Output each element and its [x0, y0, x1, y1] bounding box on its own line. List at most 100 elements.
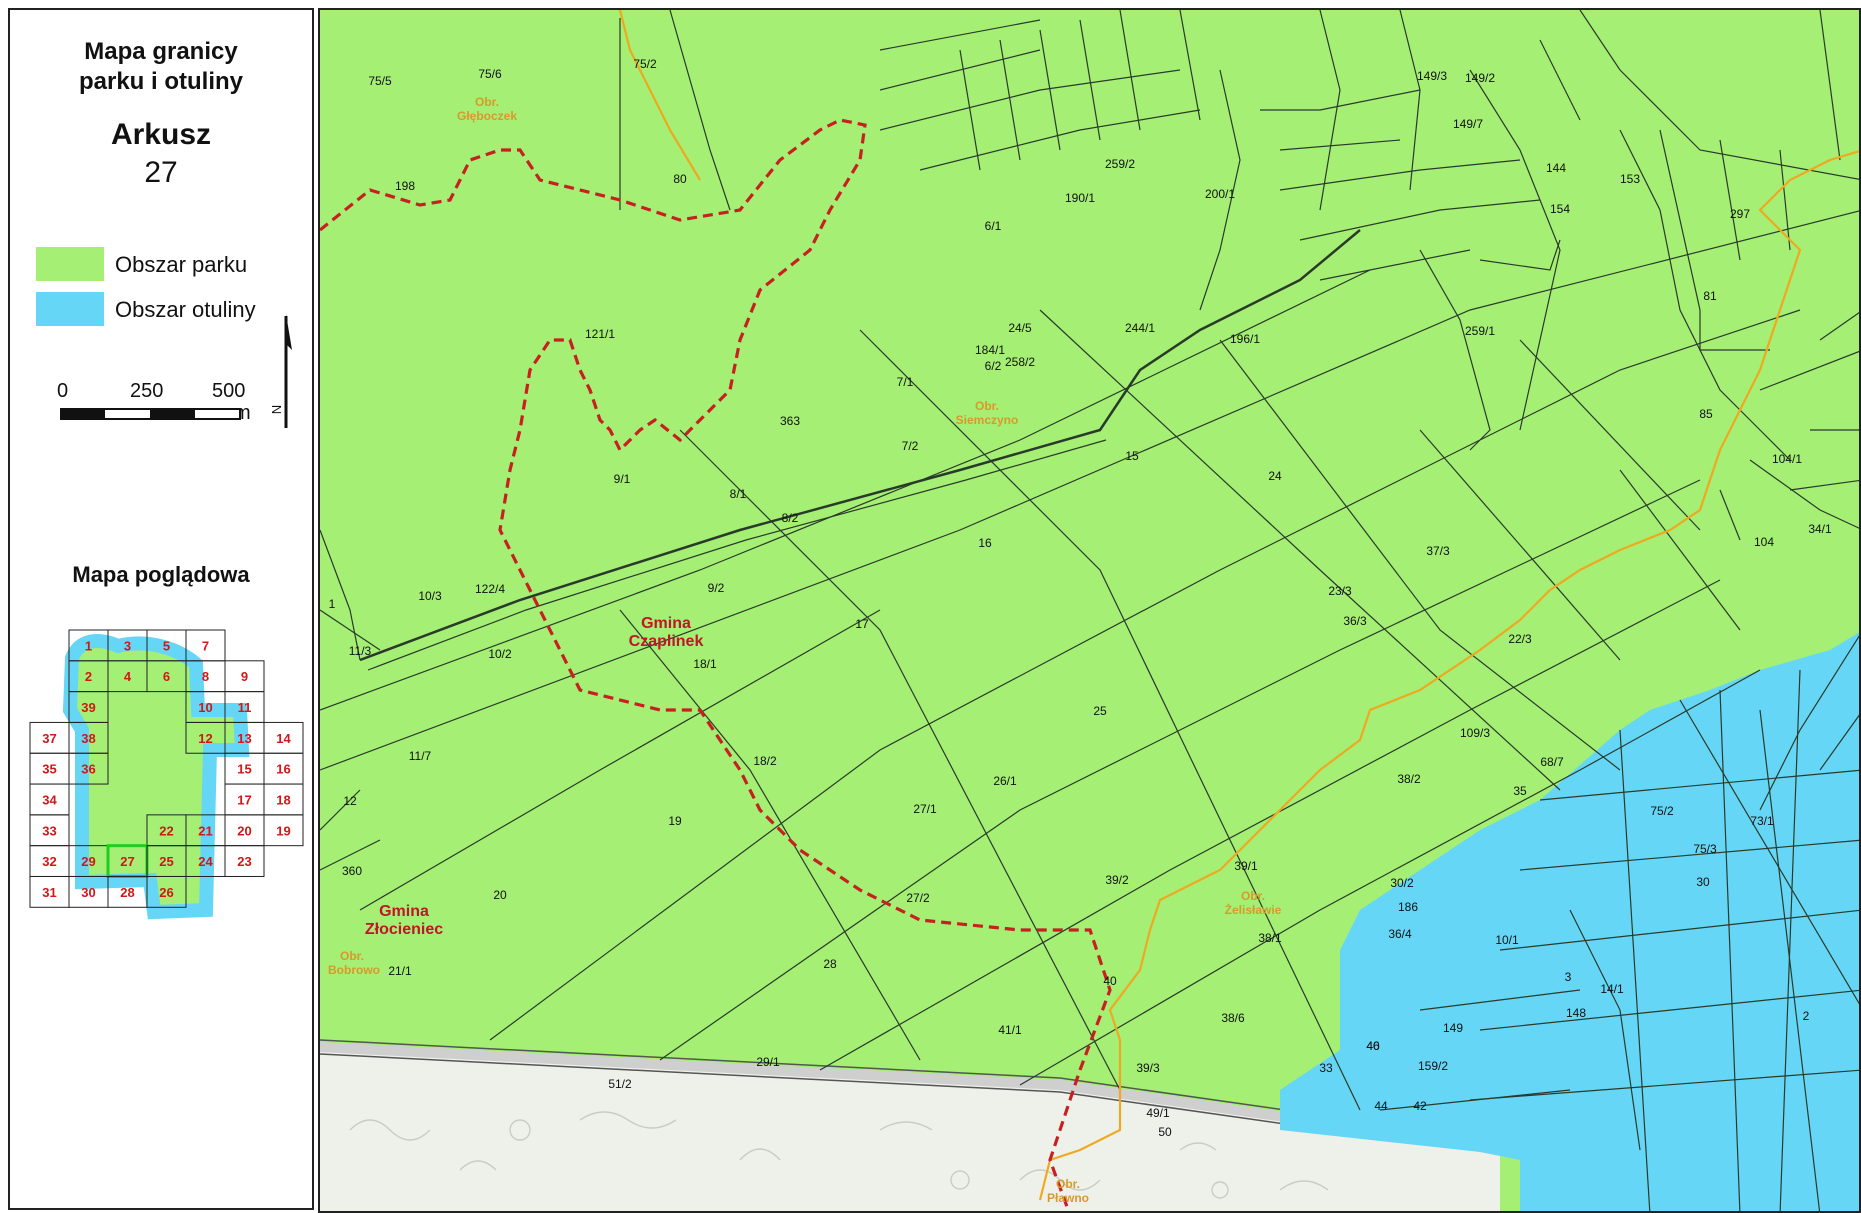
park-swatch-label: Obszar parku: [115, 252, 248, 277]
overview-sheet-label: 38: [81, 731, 95, 746]
lot-number-label: 40: [1366, 1039, 1380, 1053]
sheet-label: Arkusz: [110, 118, 212, 151]
lot-number-label: 28: [823, 957, 837, 971]
overview-sheet-label: 22: [159, 823, 173, 838]
lot-number-label: 73/1: [1750, 814, 1774, 828]
lot-number-label: 297: [1730, 207, 1750, 221]
overview-sheet-label: 24: [198, 854, 213, 869]
overview-sheet-label: 25: [159, 854, 173, 869]
map-canvas[interactable]: 75/575/675/219880121/13639/18/18/29/210/…: [320, 10, 1861, 1213]
buffer-swatch-label: Obszar otuliny: [115, 297, 256, 322]
overview-sheet-label: 18: [276, 792, 290, 807]
lot-number-label: 75/2: [633, 57, 657, 71]
lot-number-label: 49/1: [1146, 1106, 1170, 1120]
lot-number-label: 75/3: [1693, 842, 1717, 856]
lot-number-label: 154: [1550, 202, 1570, 216]
lot-number-label: 10/1: [1495, 933, 1519, 947]
lot-number-label: 159/2: [1418, 1059, 1448, 1073]
lot-number-label: 24: [1268, 469, 1282, 483]
lot-number-label: 1: [329, 597, 336, 611]
overview-sheet-label: 39: [81, 700, 95, 715]
lot-number-label: 149/2: [1465, 71, 1495, 85]
lot-number-label: 30: [1696, 875, 1710, 889]
lot-number-label: 190/1: [1065, 191, 1095, 205]
lot-number-label: 9/2: [708, 581, 725, 595]
overview-sheet-label: 29: [81, 854, 95, 869]
overview-sheet-label: 36: [81, 762, 95, 777]
overview-sheet-label: 14: [276, 731, 291, 746]
lot-number-label: 186: [1398, 900, 1418, 914]
lot-number-label: 149/7: [1453, 117, 1483, 131]
lot-number-label: 6/2: [985, 359, 1002, 373]
lot-number-label: 11/7: [409, 749, 432, 763]
lot-number-label: 39/1: [1234, 859, 1258, 873]
precinct-label-zelislawie-1: Obr.: [1241, 889, 1265, 903]
lot-number-label: 11/3: [349, 644, 372, 658]
park-boundary: [320, 118, 1112, 1211]
overview-sheet-label: 31: [42, 885, 56, 900]
lot-number-label: 27/1: [913, 802, 937, 816]
overview-sheet-label: 26: [159, 885, 173, 900]
lot-number-label: 27/2: [906, 891, 930, 905]
lot-number-label: 184/1: [975, 343, 1005, 357]
lot-number-label: 7/1: [897, 375, 914, 389]
lot-number-label: 7/2: [902, 439, 919, 453]
precinct-label-siemczyno-2: Siemczyno: [956, 413, 1019, 427]
overview-sheet-label: 37: [42, 731, 56, 746]
scale-label-250: 250: [130, 380, 164, 402]
lot-number-label: 26/1: [993, 774, 1017, 788]
lot-number-label: 81: [1703, 289, 1717, 303]
lot-number-label: 80: [673, 172, 687, 186]
overview-sheet-label: 30: [81, 885, 95, 900]
overview-sheet-label: 17: [237, 792, 251, 807]
lot-number-label: 21/1: [388, 964, 412, 978]
lot-number-label: 153: [1620, 172, 1640, 186]
overview-sheet-label: 15: [237, 762, 251, 777]
lot-number-label: 149: [1443, 1021, 1463, 1035]
overview-sheet-label: 5: [163, 638, 170, 653]
precinct-label-zelislawie-2: Żelisławie: [1225, 902, 1282, 917]
lot-number-label: 39/3: [1136, 1061, 1160, 1075]
scale-label-0: 0: [57, 380, 69, 402]
lot-number-label: 30/2: [1390, 876, 1414, 890]
outside-area: [320, 1047, 1500, 1211]
lot-number-label: 44: [1374, 1099, 1388, 1113]
lot-number-label: 360: [342, 864, 362, 878]
lot-number-label: 244/1: [1125, 321, 1155, 335]
lot-number-label: 41/1: [998, 1023, 1022, 1037]
precinct-label-siemczyno-1: Obr.: [975, 399, 999, 413]
lot-number-label: 148: [1566, 1006, 1586, 1020]
lot-number-label: 18/1: [693, 657, 717, 671]
overview-sheet-label: 35: [42, 762, 56, 777]
overview-sheet-cell: [68, 752, 109, 785]
lot-number-label: 198: [395, 179, 415, 193]
lot-number-label: 15: [1125, 449, 1139, 463]
overview-sheet-label: 28: [120, 885, 134, 900]
overview-title: Mapa poglądowa: [72, 562, 250, 587]
overview-sheet-label: 4: [124, 669, 132, 684]
overview-sheet-label: 13: [237, 731, 251, 746]
lot-number-label: 17: [855, 617, 869, 631]
lot-number-label: 16: [978, 536, 992, 550]
lot-number-label: 25: [1093, 704, 1107, 718]
lot-number-label: 75/5: [368, 74, 392, 88]
precinct-label-gleboczek-1: Obr.: [475, 95, 499, 109]
buffer-swatch: [36, 292, 104, 326]
park-swatch: [36, 247, 104, 281]
lot-number-label: 109/3: [1460, 726, 1490, 740]
lot-number-label: 3: [1565, 970, 1572, 984]
legend-title-line2: parku i otuliny: [78, 68, 243, 95]
gmina-label-zlocieniec-1: Gmina: [379, 903, 429, 920]
lot-number-label: 85: [1699, 407, 1713, 421]
lot-number-label: 68/7: [1540, 755, 1564, 769]
lot-number-label: 8/1: [730, 487, 747, 501]
overview-sheet-label: 2: [85, 669, 92, 684]
lot-number-label: 24/5: [1008, 321, 1032, 335]
gmina-label-czaplinek-1: Gmina: [641, 615, 691, 632]
lot-number-label: 38/2: [1397, 772, 1421, 786]
lot-number-label: 38/6: [1221, 1011, 1245, 1025]
overview-sheet-label: 9: [241, 669, 248, 684]
